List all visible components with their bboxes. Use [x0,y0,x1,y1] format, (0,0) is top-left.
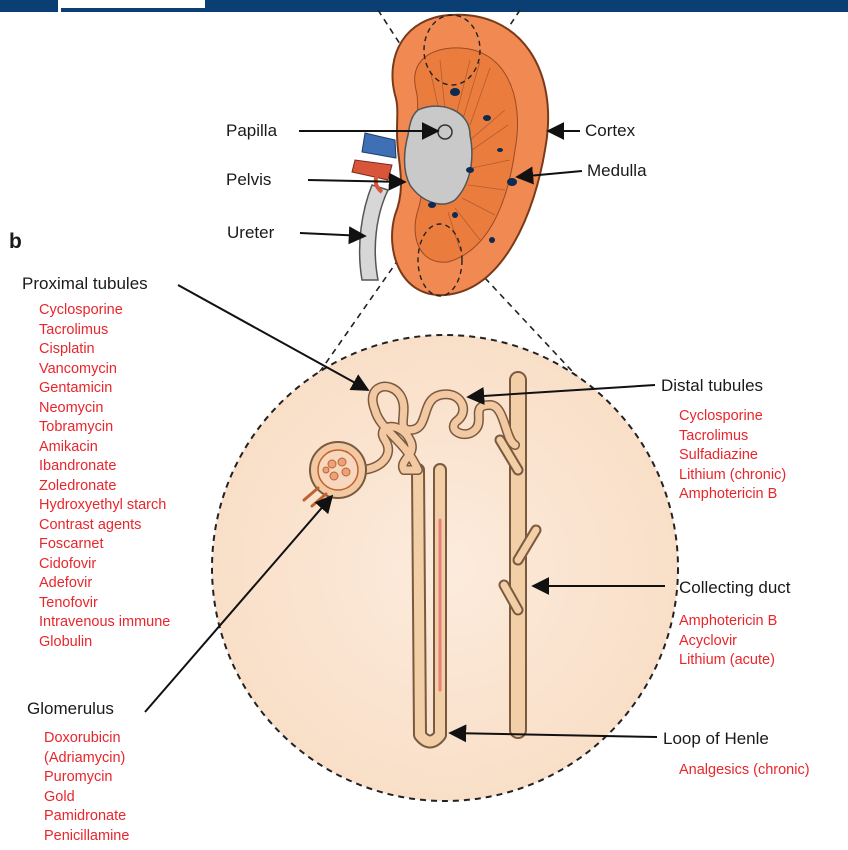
drug-item: Puromycin [44,768,129,788]
drug-item: Vancomycin [39,360,170,380]
drug-item: Neomycin [39,399,170,419]
drug-item: Acyclovir [679,632,777,652]
distal-tubules-drug-list: Cyclosporine Tacrolimus Sulfadiazine Lit… [679,407,786,505]
drug-item: Penicillamine [44,827,129,847]
drug-item: (Adriamycin) [44,749,129,769]
cortex-label: Cortex [585,121,635,141]
drug-item: Pamidronate [44,807,129,827]
loop-of-henle-drug-list: Analgesics (chronic) [679,761,810,781]
glomerulus-title: Glomerulus [27,699,114,719]
ureter-and-vessels [352,133,396,280]
loop-of-henle-title: Loop of Henle [663,729,769,749]
drug-item: Tenofovir [39,594,170,614]
drug-item: Lithium (chronic) [679,466,786,486]
drug-item: Gentamicin [39,379,170,399]
drug-item: Lithium (acute) [679,651,777,671]
medulla-label: Medulla [587,161,647,181]
ureter-label: Ureter [227,223,274,243]
drug-item: Doxorubicin [44,729,129,749]
proximal-tubules-drug-list: Cyclosporine Tacrolimus Cisplatin Vancom… [39,301,170,652]
drug-item: Gold [44,788,129,808]
collecting-duct-drug-list: Amphotericin B Acyclovir Lithium (acute) [679,612,777,671]
glomerulus-drug-list: Doxorubicin (Adriamycin) Puromycin Gold … [44,729,129,846]
drug-item: Intravenous immune [39,613,170,633]
drug-item: Tobramycin [39,418,170,438]
papilla-label: Papilla [226,121,277,141]
drug-item: Cyclosporine [39,301,170,321]
drug-item: Sulfadiazine [679,446,786,466]
drug-item: Amphotericin B [679,485,786,505]
drug-item: Cidofovir [39,555,170,575]
drug-item: Analgesics (chronic) [679,761,810,781]
drug-item: Tacrolimus [679,427,786,447]
drug-item: Contrast agents [39,516,170,536]
collecting-duct-title: Collecting duct [679,578,791,598]
drug-item: Adefovir [39,574,170,594]
kidney-cross-section [392,15,548,296]
pelvis-label: Pelvis [226,170,271,190]
drug-item: Zoledronate [39,477,170,497]
drug-item: Tacrolimus [39,321,170,341]
drug-item: Foscarnet [39,535,170,555]
drug-item: Amikacin [39,438,170,458]
drug-item: Ibandronate [39,457,170,477]
drug-item: Cyclosporine [679,407,786,427]
panel-label: b [9,230,22,254]
drug-item: Hydroxyethyl starch [39,496,170,516]
drug-item: Globulin [39,633,170,653]
drug-item: Amphotericin B [679,612,777,632]
proximal-tubules-title: Proximal tubules [22,274,148,294]
distal-tubules-title: Distal tubules [661,376,763,396]
drug-item: Cisplatin [39,340,170,360]
